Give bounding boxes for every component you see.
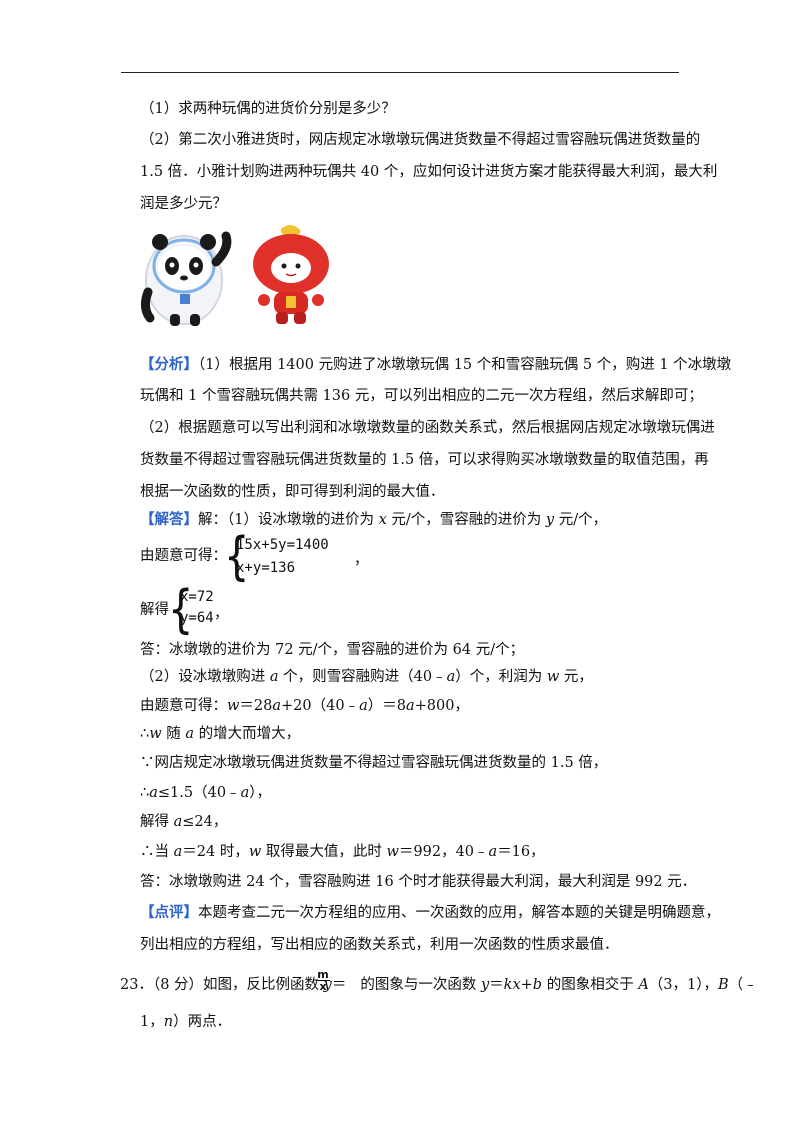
question-part-2-line-3: 润是多少元？ xyxy=(140,196,227,212)
equation-brace: { xyxy=(224,527,250,587)
header-rule xyxy=(121,72,679,73)
increasing-statement: ∴w 随 a 的增大而增大， xyxy=(140,726,301,742)
question-23-line-1: 23．（8 分）如图，反比例函数 y＝的图象与一次函数 y＝kx+b 的图象相交… xyxy=(120,977,758,993)
analysis-text-1: （1）根据用 1400 元购进了冰墩墩玩偶 15 个和雪容融玩偶 5 个，购进 … xyxy=(198,357,732,373)
equation-1: 15x+5y=1400 xyxy=(236,537,329,553)
solution-tag: 【解答】 xyxy=(140,511,198,528)
comment-line-2: 列出相应的方程组，写出相应的函数关系式，利用一次函数的性质求最值． xyxy=(140,937,619,953)
equation-system-label: 由题意可得： xyxy=(140,548,227,564)
solution-intro: 【解答】解：（1）设冰墩墩的进价为 x 元/个，雪容融的进价为 y 元/个， xyxy=(140,511,608,528)
question-part-2-line-2: 1.5 倍．小雅计划购进两种玩偶共 40 个，应如何设计进货方案才能获得最大利润… xyxy=(140,164,718,180)
question-part-2-line-1: （2）第二次小雅进货时，网店规定冰墩墩玩偶进货数量不得超过雪容融玩偶进货数量的 xyxy=(140,132,701,148)
analysis-line-1: 【分析】（1）根据用 1400 元购进了冰墩墩玩偶 15 个和雪容融玩偶 5 个… xyxy=(140,355,731,375)
comment-line-1: 【点评】本题考查二元一次方程组的应用、一次函数的应用，解答本题的关键是明确题意， xyxy=(140,904,720,921)
question-23-line-2: 1，n）两点． xyxy=(140,1014,232,1030)
maximum-statement: ∴当 a＝24 时，w 取得最大值，此时 w＝992，40﹣a＝16， xyxy=(140,844,545,860)
solve-label: 解得 xyxy=(140,602,169,618)
answer-part-2: 答：冰墩墩购进 24 个，雪容融购进 16 个时才能获得最大利润，最大利润是 9… xyxy=(140,874,697,890)
inequality-result: 解得 a≤24， xyxy=(140,814,228,830)
analysis-line-5: 根据一次函数的性质，即可得到利润的最大值． xyxy=(140,484,445,500)
because-statement: ∵网店规定冰墩墩玩偶进货数量不得超过雪容融玩偶进货数量的 1.5 倍， xyxy=(140,755,608,771)
solution-comma: ， xyxy=(214,606,229,622)
equation-2: x+y=136 xyxy=(236,560,296,576)
comment-tag: 【点评】 xyxy=(140,904,198,921)
question-number: 23． xyxy=(120,977,153,993)
solution-brace: { xyxy=(168,580,194,640)
solution-y: y=64 xyxy=(180,610,214,626)
inequality: ∴a≤1.5（40﹣a）， xyxy=(140,785,271,801)
solution-x: x=72 xyxy=(180,589,214,605)
answer-part-1: 答：冰墩墩的进价为 72 元/个，雪容融的进价为 64 元/个； xyxy=(140,642,525,658)
shuey-rhon-rhon-mascot-icon xyxy=(253,225,329,324)
analysis-line-3: （2）根据题意可以写出利润和冰墩墩数量的函数关系式，然后根据网店规定冰墩墩玩偶进 xyxy=(140,420,715,436)
bing-dwen-dwen-mascot-icon xyxy=(140,231,232,326)
profit-function: 由题意可得：w＝28a+20（40﹣a）＝8a+800， xyxy=(140,698,469,714)
analysis-line-4: 货数量不得超过雪容融玩偶进货数量的 1.5 倍，可以求得购买冰墩墩数量的取值范围… xyxy=(140,452,709,468)
fraction-m-over-x: m x xyxy=(316,968,330,993)
analysis-tag: 【分析】 xyxy=(140,356,198,373)
equation-comma: ， xyxy=(354,552,369,568)
solution-part-2-setup: （2）设冰墩墩购进 a 个，则雪容融购进（40﹣a）个，利润为 w 元， xyxy=(140,669,593,685)
analysis-line-2: 玩偶和 1 个雪容融玩偶共需 136 元，可以列出相应的二元一次方程组，然后求解… xyxy=(140,388,703,404)
question-part-1: （1）求两种玩偶的进货价分别是多少？ xyxy=(140,101,396,117)
